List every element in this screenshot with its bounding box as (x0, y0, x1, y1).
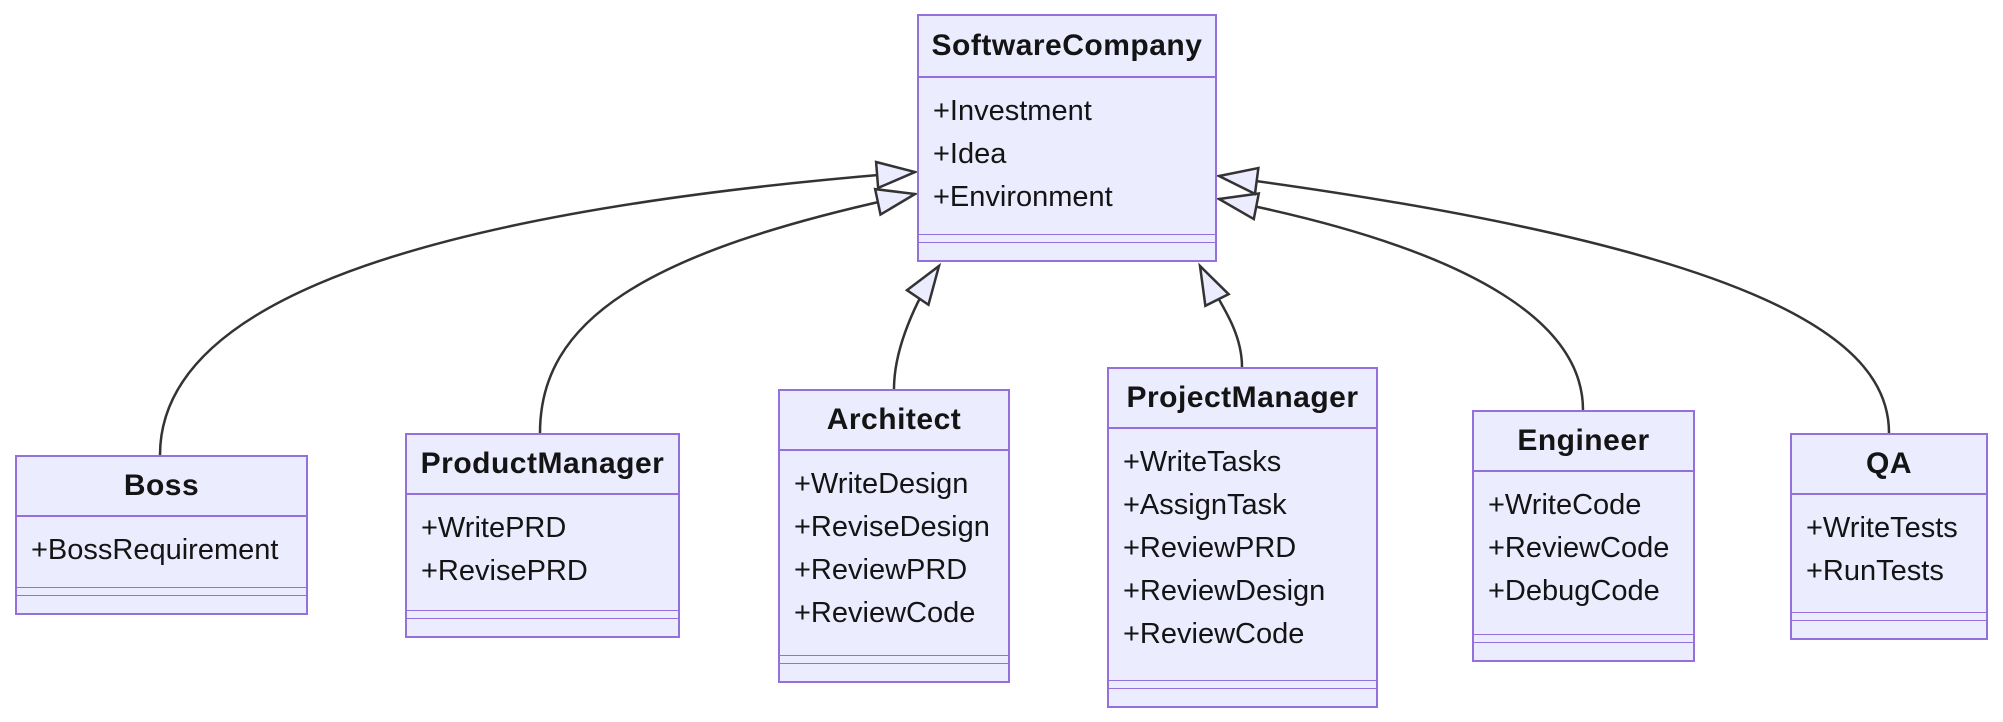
methods-compartment-empty (1792, 621, 1986, 638)
class-members: +BossRequirement (17, 517, 306, 588)
class-member: +WritePRD (421, 512, 567, 544)
class-member: +ReviewCode (1488, 532, 1670, 564)
class-member: +RunTests (1806, 555, 1944, 587)
class-member: +BossRequirement (31, 534, 279, 566)
methods-divider (407, 611, 678, 619)
class-member: +ReviewPRD (794, 554, 968, 586)
class-members: +WriteTests +RunTests (1792, 495, 1986, 613)
class-member: +DebugCode (1488, 575, 1660, 607)
class-title: QA (1792, 435, 1986, 495)
class-members: +WriteDesign +ReviseDesign +ReviewPRD +R… (780, 451, 1008, 656)
class-member: +WriteCode (1488, 489, 1642, 521)
methods-compartment-empty (407, 619, 678, 636)
class-node-softwarecompany: SoftwareCompany +Investment +Idea +Envir… (917, 14, 1217, 262)
class-node-projectmanager: ProjectManager +WriteTasks +AssignTask +… (1107, 367, 1378, 708)
methods-divider (780, 656, 1008, 664)
class-title: ProjectManager (1109, 369, 1376, 429)
edge-architect-inherits-softwarecompany (892, 262, 942, 390)
class-member: +WriteDesign (794, 468, 969, 500)
methods-compartment-empty (919, 243, 1215, 260)
class-node-boss: Boss +BossRequirement (15, 455, 308, 615)
class-members: +WriteTasks +AssignTask +ReviewPRD +Revi… (1109, 429, 1376, 681)
methods-compartment-empty (1474, 643, 1693, 660)
class-member: +ReviewCode (1123, 618, 1305, 650)
methods-divider (1792, 613, 1986, 621)
class-node-architect: Architect +WriteDesign +ReviseDesign +Re… (778, 389, 1010, 683)
class-node-productmanager: ProductManager +WritePRD +RevisePRD (405, 433, 680, 638)
methods-compartment-empty (780, 664, 1008, 681)
class-title: Engineer (1474, 412, 1693, 472)
class-member: +RevisePRD (421, 555, 588, 587)
class-member: +WriteTasks (1123, 446, 1282, 478)
class-title: Architect (780, 391, 1008, 451)
methods-compartment-empty (1109, 689, 1376, 706)
methods-divider (17, 588, 306, 596)
class-member: +AssignTask (1123, 489, 1287, 521)
class-member: +ReviewDesign (1123, 575, 1326, 607)
edge-projectmanager-inherits-softwarecompany (1198, 262, 1244, 368)
class-title: Boss (17, 457, 306, 517)
class-member: +Investment (933, 95, 1092, 127)
class-member: +WriteTests (1806, 512, 1958, 544)
methods-divider (1474, 635, 1693, 643)
class-member: +ReviseDesign (794, 511, 990, 543)
class-member: +Idea (933, 138, 1007, 170)
class-member: +ReviewCode (794, 597, 976, 629)
class-member: +Environment (933, 181, 1113, 213)
methods-divider (919, 235, 1215, 243)
class-node-qa: QA +WriteTests +RunTests (1790, 433, 1988, 640)
class-members: +WriteCode +ReviewCode +DebugCode (1474, 472, 1693, 635)
class-node-engineer: Engineer +WriteCode +ReviewCode +DebugCo… (1472, 410, 1695, 662)
methods-compartment-empty (17, 596, 306, 613)
class-title: ProductManager (407, 435, 678, 495)
class-member: +ReviewPRD (1123, 532, 1297, 564)
methods-divider (1109, 681, 1376, 689)
class-title: SoftwareCompany (919, 16, 1215, 78)
class-members: +WritePRD +RevisePRD (407, 495, 678, 611)
class-members: +Investment +Idea +Environment (919, 78, 1215, 235)
